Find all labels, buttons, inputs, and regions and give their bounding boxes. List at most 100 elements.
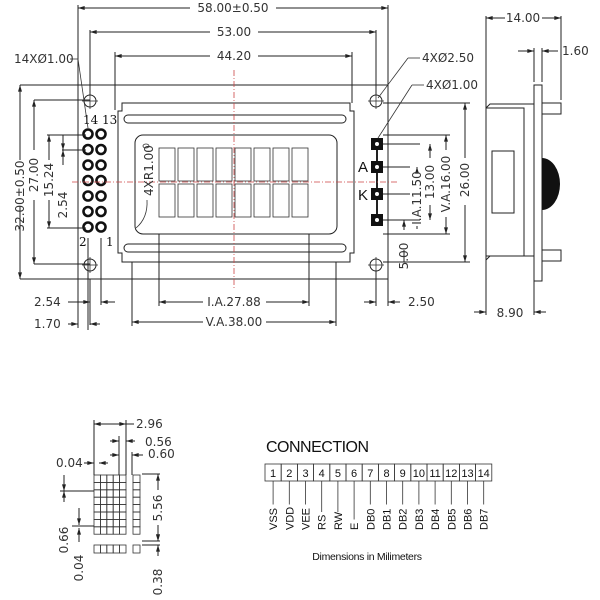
- dim-va-width: V.A.38.00: [206, 315, 263, 329]
- pin-name: DB5: [446, 509, 458, 530]
- dot: [112, 496, 120, 506]
- dim-va-height: V.A.16.00: [439, 156, 453, 213]
- dim-bezel-height: 26.00: [458, 163, 472, 197]
- dot: [112, 474, 120, 483]
- cathode-label: K: [358, 187, 368, 204]
- pin-number: 5: [335, 468, 341, 480]
- next-char-dot: [132, 526, 141, 535]
- header-pin: [95, 143, 107, 156]
- dim-overall-height: 32.00±0.50: [13, 160, 27, 231]
- character-cell: [291, 183, 309, 218]
- next-char-dot: [132, 519, 141, 528]
- character-cell: [177, 183, 195, 218]
- dot-matrix: [93, 474, 141, 554]
- dot: [93, 519, 101, 528]
- header-pin: [95, 190, 107, 202]
- pin-name: E: [349, 523, 361, 530]
- pin-number: 1: [270, 468, 276, 480]
- connection-table: CONNECTION 1VSS2VDD3VEE4RS5RW6E7DB08DB19…: [264, 439, 493, 563]
- character-cell: [291, 147, 309, 182]
- dot: [112, 489, 120, 498]
- pin-name: RS: [317, 515, 329, 530]
- dim-bezel-width: 44.20: [217, 49, 251, 63]
- anode-label: A: [358, 159, 368, 176]
- dim-pin-offset-13: 13.00: [423, 165, 437, 199]
- dim-dot-gap-v: 0.04: [72, 555, 86, 582]
- pin-label-14: 14: [83, 113, 99, 127]
- units-footnote: Dimensions in Milimeters: [312, 551, 422, 563]
- pin-name: DB3: [414, 509, 426, 530]
- pin-number: 6: [351, 468, 357, 480]
- bottom-slot: [123, 243, 347, 253]
- character-detail: 2.96 0.56 0.60 0.04 5.56 0.38 0.66 0.04: [56, 417, 175, 595]
- cursor-dot: [112, 544, 120, 554]
- dot: [106, 504, 114, 513]
- pin-number: 8: [383, 468, 389, 480]
- dot: [100, 489, 108, 498]
- dim-char-width: 2.96: [136, 417, 163, 431]
- dot: [100, 526, 108, 535]
- dim-hole-pitch-height: 27.00: [27, 158, 41, 192]
- connection-title: CONNECTION: [266, 439, 369, 456]
- next-char-dot: [132, 496, 141, 506]
- next-char-dot: [132, 481, 141, 491]
- pin-number: 11: [429, 468, 440, 480]
- next-char-cursor-dot: [132, 544, 141, 554]
- pin-name: DB7: [479, 509, 491, 530]
- dot: [100, 496, 108, 506]
- pin-number: 13: [461, 468, 473, 480]
- dim-dot-gap: 0.04: [56, 456, 83, 470]
- dot: [100, 481, 108, 491]
- pin-name: RW: [333, 511, 345, 530]
- dot: [119, 481, 127, 491]
- pin-header: [82, 128, 107, 330]
- character-cell: [253, 147, 271, 182]
- next-char-dot: [132, 474, 141, 483]
- header-pin: [95, 128, 107, 140]
- dot: [119, 511, 127, 520]
- dot: [100, 519, 108, 528]
- header-pin: [82, 190, 94, 202]
- dot: [106, 481, 114, 491]
- dot: [119, 504, 127, 513]
- pin-number: 7: [367, 468, 373, 480]
- header-pin: [82, 128, 94, 140]
- header-pin: [95, 159, 107, 171]
- pin-name: DB1: [382, 509, 394, 530]
- dot: [112, 519, 120, 528]
- note-backlight-pins: 4XØ1.00: [426, 78, 478, 92]
- pin-name: VSS: [268, 508, 280, 530]
- side-lcd-body: [485, 107, 525, 257]
- side-epoxy-blob: [542, 158, 560, 210]
- pin-name: DB0: [365, 509, 377, 530]
- dim-cursor-height: 0.38: [151, 569, 165, 596]
- dim-hole-pitch-width: 53.00: [217, 25, 251, 39]
- character-cell: [215, 183, 233, 218]
- next-char-dot: [132, 489, 141, 498]
- character-cell: [234, 183, 252, 218]
- side-window: [491, 150, 515, 214]
- bezel-outline: [117, 102, 355, 263]
- header-pin: [82, 174, 94, 187]
- character-cell: [158, 183, 176, 218]
- dot: [119, 519, 127, 528]
- character-cell: [272, 147, 290, 182]
- pin-number: 14: [478, 468, 490, 480]
- mount-holes: [82, 93, 384, 273]
- next-char-dot: [132, 511, 141, 520]
- dot: [119, 474, 127, 483]
- dot: [106, 474, 114, 483]
- character-cell: [158, 147, 176, 182]
- pin-label-1: 1: [106, 235, 114, 249]
- dot: [100, 504, 108, 513]
- character-cell: [215, 147, 233, 182]
- dot: [93, 504, 101, 513]
- dim-dot-width: 0.56: [145, 435, 172, 449]
- dot: [106, 519, 114, 528]
- cursor-dot: [100, 544, 108, 554]
- dim-char-gap: 0.60: [148, 447, 175, 461]
- pin-name: VEE: [301, 508, 313, 530]
- pin-name: VDD: [284, 507, 296, 530]
- dot: [119, 489, 127, 498]
